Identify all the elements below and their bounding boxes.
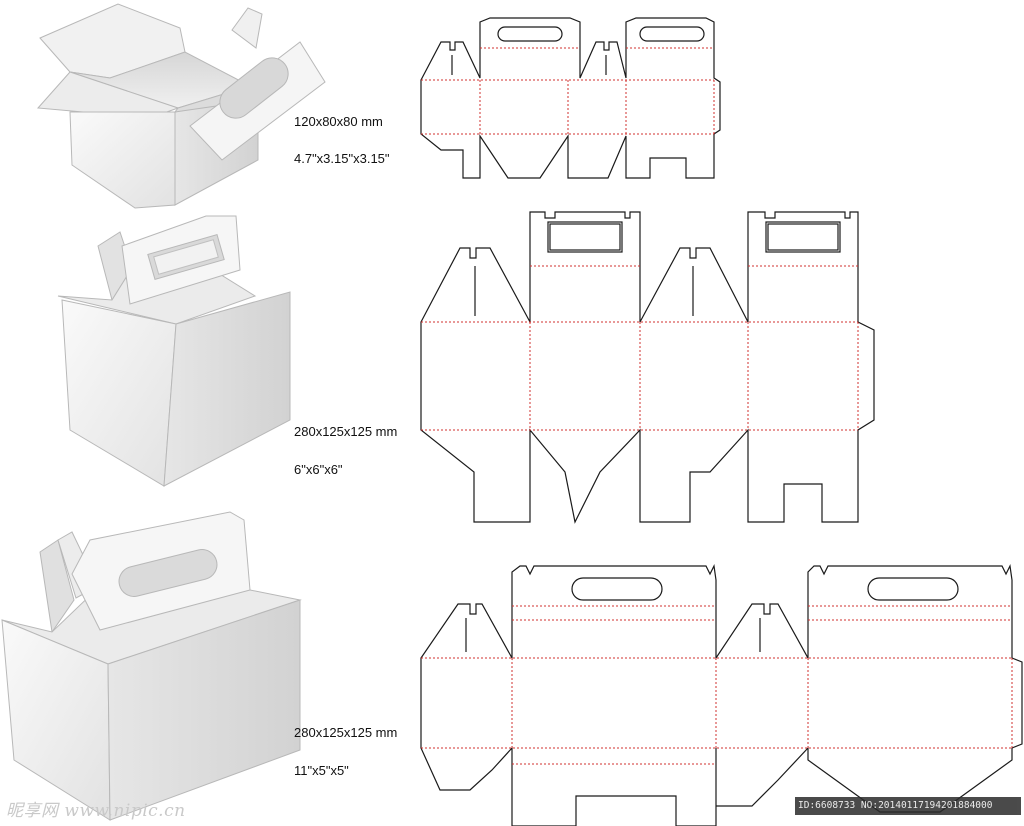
medium-box-size-mm: 280x125x125 mm [294, 424, 397, 439]
medium-box-dieline [420, 211, 875, 524]
image-id-watermark: ID:6608733 NO:20140117194201884000 [795, 797, 1021, 815]
large-box-size-in: 11"x5"x5" [294, 763, 349, 778]
medium-box-size-in: 6"x6"x6" [294, 462, 343, 477]
medium-box-3d-render [57, 215, 291, 487]
small-box-fold-lines [421, 47, 715, 135]
large-box-3d-render [1, 511, 302, 821]
large-box-dieline [420, 564, 1023, 826]
site-watermark: 昵享网 www.nipic.cn [6, 801, 186, 821]
small-box-size-mm: 120x80x80 mm [294, 114, 383, 129]
large-box-size-mm: 280x125x125 mm [294, 725, 397, 740]
medium-box-fold-lines [421, 265, 859, 431]
medium-box-cut-lines [420, 211, 875, 524]
small-box-size-in: 4.7"x3.15"x3.15" [294, 151, 390, 166]
large-box-cut-lines [420, 564, 1023, 826]
large-box-fold-lines [421, 605, 1013, 765]
small-box-3d-render [36, 3, 326, 209]
small-box-dieline [420, 17, 721, 179]
small-box-cut-lines [420, 17, 721, 179]
